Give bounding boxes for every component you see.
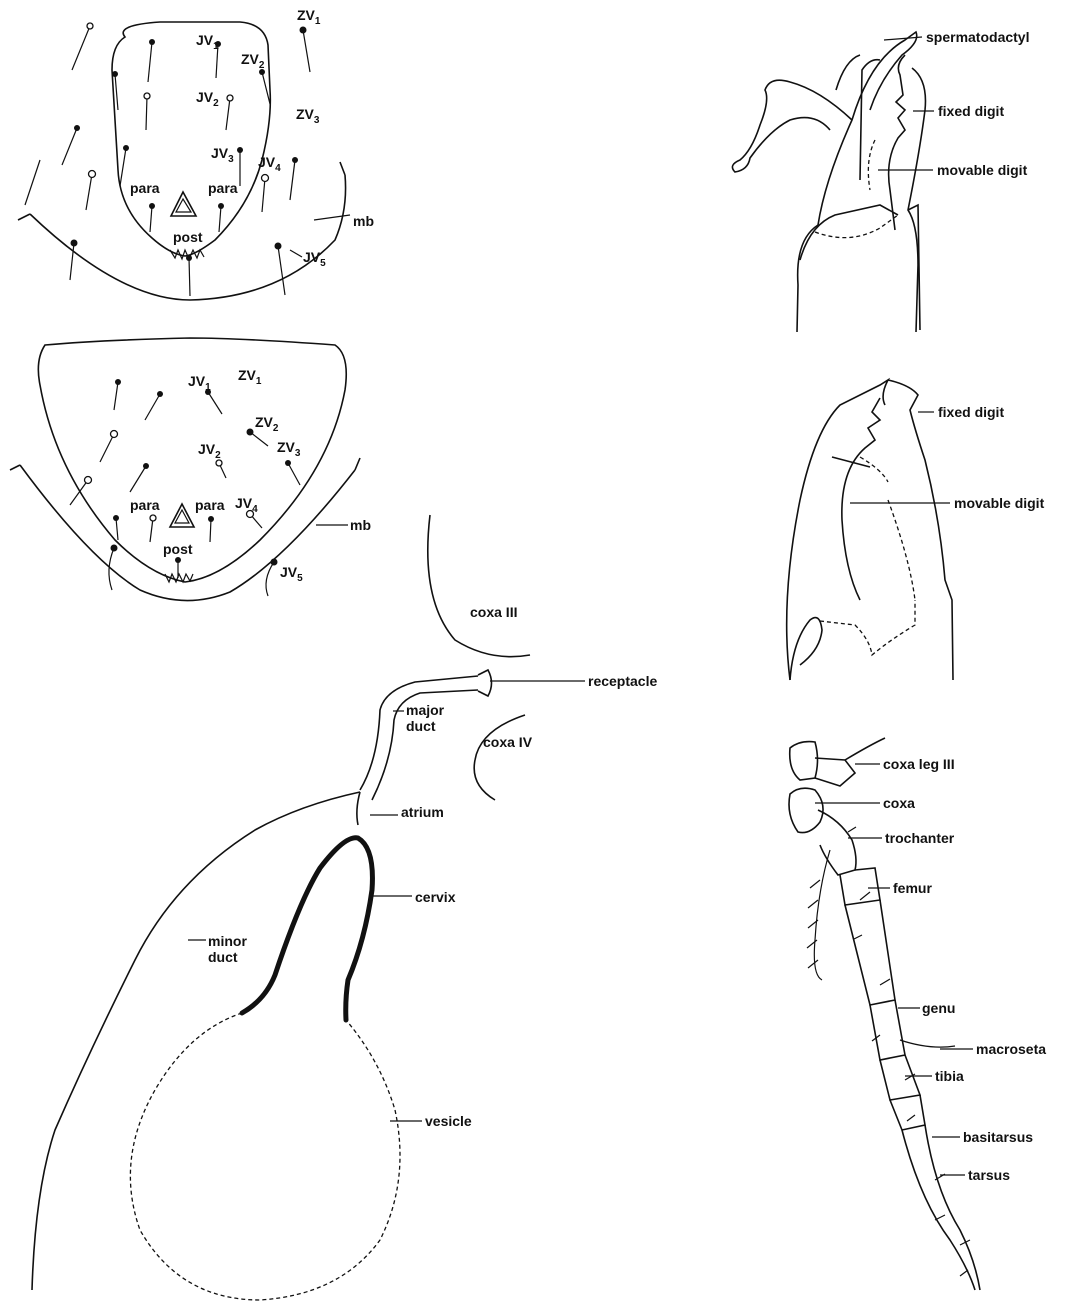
label-text: ZV bbox=[297, 7, 315, 23]
label-lower-zv3: ZV3 bbox=[277, 440, 300, 455]
label-male-fixed-digit: fixed digit bbox=[938, 104, 1004, 118]
label-text: JV bbox=[211, 145, 228, 161]
label-minor-duct: minor duct bbox=[208, 933, 247, 965]
label-coxa-iii: coxa III bbox=[470, 605, 517, 619]
label-subscript: 3 bbox=[314, 115, 320, 126]
label-upper-jv2: JV2 bbox=[196, 90, 219, 105]
label-lower-post: post bbox=[163, 542, 193, 556]
label-text: JV bbox=[196, 32, 213, 48]
shield-upper-drawing bbox=[18, 22, 350, 300]
label-upper-jv1: JV1 bbox=[196, 33, 219, 48]
label-subscript: 5 bbox=[320, 258, 326, 269]
label-lower-mb: mb bbox=[350, 518, 371, 532]
label-tibia: tibia bbox=[935, 1069, 964, 1083]
label-text: ZV bbox=[277, 439, 295, 455]
label-lower-jv5: JV5 bbox=[280, 565, 303, 580]
spermatheca-drawing bbox=[32, 515, 585, 1300]
label-subscript: 1 bbox=[213, 41, 219, 52]
label-femur: femur bbox=[893, 881, 932, 895]
label-coxa-leg-iii: coxa leg III bbox=[883, 757, 955, 771]
label-spermatodactyl: spermatodactyl bbox=[926, 30, 1029, 44]
label-basitarsus: basitarsus bbox=[963, 1130, 1033, 1144]
label-text: JV bbox=[258, 154, 275, 170]
chelicera-female-drawing bbox=[787, 380, 953, 680]
label-upper-jv5: JV5 bbox=[303, 250, 326, 265]
label-upper-jv3: JV3 bbox=[211, 146, 234, 161]
label-female-movable-digit: movable digit bbox=[954, 496, 1044, 510]
label-upper-para-left: para bbox=[130, 181, 160, 195]
label-vesicle: vesicle bbox=[425, 1114, 472, 1128]
label-subscript: 1 bbox=[256, 376, 262, 387]
label-text: JV bbox=[303, 249, 320, 265]
label-subscript: 5 bbox=[297, 573, 303, 584]
label-text: ZV bbox=[296, 106, 314, 122]
label-macroseta: macroseta bbox=[976, 1042, 1046, 1056]
label-coxa: coxa bbox=[883, 796, 915, 810]
label-upper-zv3: ZV3 bbox=[296, 107, 319, 122]
label-upper-jv4: JV4 bbox=[258, 155, 281, 170]
label-text: JV bbox=[196, 89, 213, 105]
label-atrium: atrium bbox=[401, 805, 444, 819]
shield-lower-drawing bbox=[10, 338, 360, 601]
label-subscript: 4 bbox=[275, 163, 281, 174]
label-upper-zv2: ZV2 bbox=[241, 52, 264, 67]
label-lower-jv4: JV4 bbox=[235, 496, 258, 511]
chelicera-male-drawing bbox=[732, 32, 934, 332]
label-text: ZV bbox=[238, 367, 256, 383]
label-subscript: 2 bbox=[273, 423, 279, 434]
label-text: JV bbox=[235, 495, 252, 511]
label-subscript: 2 bbox=[259, 60, 265, 71]
label-trochanter: trochanter bbox=[885, 831, 954, 845]
label-text: ZV bbox=[241, 51, 259, 67]
label-lower-jv2: JV2 bbox=[198, 442, 221, 457]
label-lower-jv1: JV1 bbox=[188, 374, 211, 389]
label-subscript: 4 bbox=[252, 504, 258, 515]
label-lower-para-left: para bbox=[130, 498, 160, 512]
label-text: JV bbox=[198, 441, 215, 457]
label-cervix: cervix bbox=[415, 890, 455, 904]
label-text: ZV bbox=[255, 414, 273, 430]
label-subscript: 1 bbox=[205, 382, 211, 393]
label-text: JV bbox=[280, 564, 297, 580]
label-subscript: 1 bbox=[315, 16, 321, 27]
label-upper-para-right: para bbox=[208, 181, 238, 195]
label-tarsus: tarsus bbox=[968, 1168, 1010, 1182]
label-female-fixed-digit: fixed digit bbox=[938, 405, 1004, 419]
label-subscript: 3 bbox=[295, 448, 301, 459]
label-male-movable-digit: movable digit bbox=[937, 163, 1027, 177]
label-receptacle: receptacle bbox=[588, 674, 657, 688]
label-upper-mb: mb bbox=[353, 214, 374, 228]
label-coxa-iv: coxa IV bbox=[483, 735, 532, 749]
label-upper-post: post bbox=[173, 230, 203, 244]
label-text: JV bbox=[188, 373, 205, 389]
label-lower-zv2: ZV2 bbox=[255, 415, 278, 430]
label-subscript: 2 bbox=[215, 450, 221, 461]
label-subscript: 2 bbox=[213, 98, 219, 109]
label-lower-zv1: ZV1 bbox=[238, 368, 261, 383]
label-lower-para-right: para bbox=[195, 498, 225, 512]
label-genu: genu bbox=[922, 1001, 955, 1015]
label-subscript: 3 bbox=[228, 154, 234, 165]
label-major-duct: major duct bbox=[406, 702, 444, 734]
label-upper-zv1: ZV1 bbox=[297, 8, 320, 23]
